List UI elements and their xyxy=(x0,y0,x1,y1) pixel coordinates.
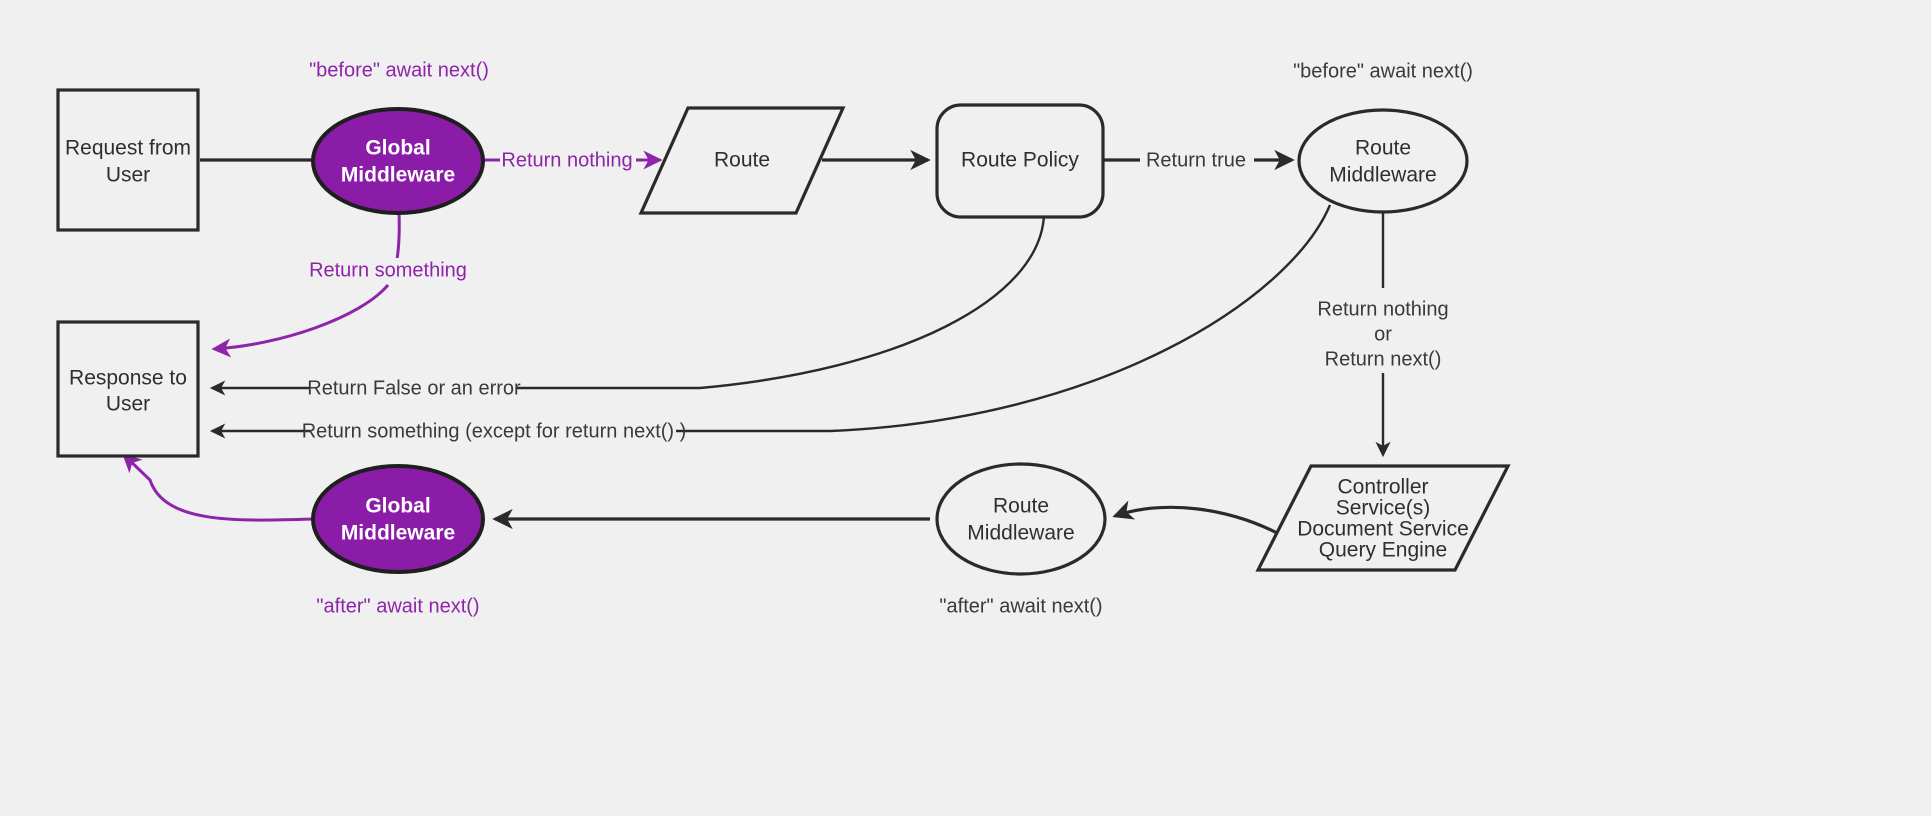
annotation-after-await-next-global: "after" await next() xyxy=(316,595,479,617)
halo-return-nothing-or xyxy=(1308,295,1460,373)
edge-route-middleware-return-something-curve xyxy=(676,204,1332,433)
halo-return-false xyxy=(312,376,516,401)
route-policy-box xyxy=(935,103,1105,219)
route-parallelogram xyxy=(638,106,846,215)
halo-return-nothing xyxy=(500,148,636,173)
annotation-before-await-next-global: "before" await next() xyxy=(309,59,489,81)
global-middleware-bottom-label-line2: Middleware xyxy=(341,522,455,545)
edge-route-policy-return-false-curve xyxy=(516,214,1046,390)
halo-return-something-except xyxy=(312,419,676,444)
edge-global-return-something-to-response xyxy=(211,284,390,358)
node-route-policy[interactable]: Route Policy xyxy=(935,103,1105,219)
route-policy-label: Route Policy xyxy=(961,149,1079,172)
edge-label-return-false-or-error: Return False or an error xyxy=(307,377,521,399)
halo-return-true xyxy=(1140,148,1254,173)
response-to-user-label-line2: User xyxy=(106,393,150,416)
edge-label-return-true: Return true xyxy=(1146,149,1246,171)
edge-label-return-something-except: Return something (except for return next… xyxy=(302,420,687,442)
controller-stack-label-line1: Controller xyxy=(1337,476,1428,499)
request-from-user-box xyxy=(56,88,200,232)
response-to-user-box xyxy=(56,320,200,458)
route-middleware-bottom-ellipse xyxy=(935,462,1107,576)
route-middleware-top-ellipse xyxy=(1297,108,1469,214)
node-global-middleware-top[interactable]: Global Middleware xyxy=(311,107,485,215)
request-from-user-label-line2: User xyxy=(106,164,150,187)
global-middleware-top-label-line2: Middleware xyxy=(341,164,455,187)
response-to-user-label-line1: Response to xyxy=(69,367,187,390)
controller-stack-label-line4: Query Engine xyxy=(1319,539,1447,562)
route-middleware-top-label-line2: Middleware xyxy=(1329,164,1436,187)
edge-label-return-nothing-or-line1: Return nothing xyxy=(1317,298,1448,320)
node-request-from-user[interactable]: Request from User xyxy=(56,88,200,232)
route-middleware-top-label-line1: Route xyxy=(1355,137,1411,160)
annotation-after-await-next-route: "after" await next() xyxy=(939,595,1102,617)
global-middleware-top-ellipse xyxy=(311,107,485,215)
edge-label-return-nothing: Return nothing xyxy=(501,149,632,171)
controller-stack-label-line3: Document Service xyxy=(1297,518,1469,541)
node-controller-stack[interactable]: Controller Service(s) Document Service Q… xyxy=(1255,464,1511,572)
annotation-before-await-next-route: "before" await next() xyxy=(1293,60,1473,82)
global-middleware-bottom-label-line1: Global xyxy=(365,495,430,518)
edge-label-return-something: Return something xyxy=(309,259,467,281)
halo-return-something xyxy=(307,258,469,284)
global-middleware-top-label-line1: Global xyxy=(365,137,430,160)
node-global-middleware-bottom[interactable]: Global Middleware xyxy=(311,464,485,574)
node-response-to-user[interactable]: Response to User xyxy=(56,320,200,458)
controller-stack-parallelogram xyxy=(1255,464,1511,572)
edge-label-return-nothing-or-line2: or xyxy=(1374,323,1392,345)
controller-stack-label-line2: Service(s) xyxy=(1336,497,1431,520)
global-middleware-bottom-ellipse xyxy=(311,464,485,574)
node-route-middleware-top[interactable]: Route Middleware xyxy=(1297,108,1469,214)
edge-controller-to-route-middleware-bottom xyxy=(1112,500,1291,542)
node-route[interactable]: Route xyxy=(638,106,846,215)
route-label: Route xyxy=(714,149,770,172)
route-middleware-bottom-label-line2: Middleware xyxy=(967,522,1074,545)
edge-label-return-nothing-or-line3: Return next() xyxy=(1325,348,1442,370)
node-route-middleware-bottom[interactable]: Route Middleware xyxy=(935,462,1107,576)
edge-global-middleware-bottom-to-response xyxy=(122,453,314,522)
route-middleware-bottom-label-line1: Route xyxy=(993,495,1049,518)
request-from-user-label-line1: Request from xyxy=(65,137,191,160)
